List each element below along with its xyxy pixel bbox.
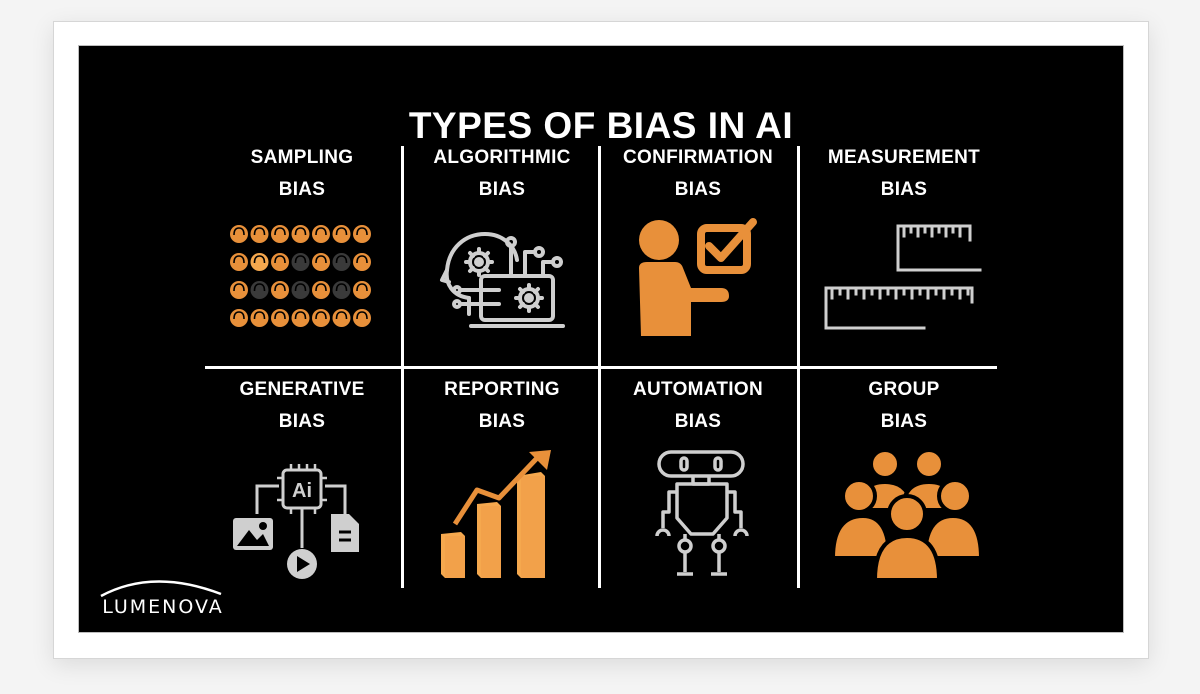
group-people-icon <box>833 448 983 580</box>
chip-label: Ai <box>292 480 312 502</box>
growth-bars-icon <box>441 450 551 578</box>
head-gears-laptop-icon <box>440 232 565 328</box>
logo-text: LUMENOVA <box>102 596 224 618</box>
divider-horizontal <box>205 366 997 369</box>
lumenova-logo: LUMENOVA <box>93 574 243 624</box>
ai-chip-media-icon: Ai <box>233 464 359 579</box>
logo-arc-icon <box>100 580 222 598</box>
page-title: TYPES OF BIAS IN AI <box>408 105 794 146</box>
person-checkbox-icon <box>639 218 757 336</box>
rulers-icon <box>824 224 982 330</box>
robot-icon <box>655 450 749 576</box>
people-dots-icon <box>230 225 371 327</box>
